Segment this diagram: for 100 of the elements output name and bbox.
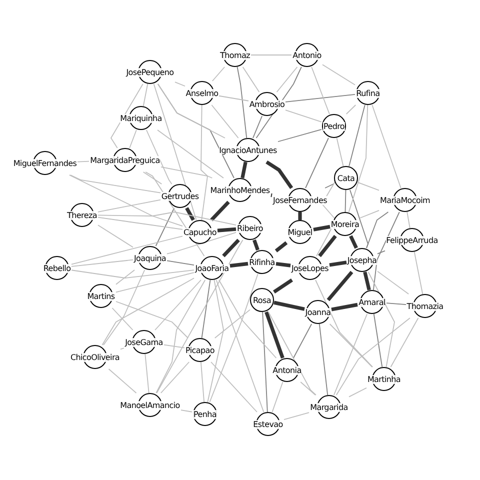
network-edge [373,314,383,368]
node-label: ManoelAmancio [120,400,180,410]
network-edge [349,235,358,249]
network-edge [164,344,185,348]
node-label: Moreira [330,220,360,228]
network-edge [108,368,137,394]
network-edge [333,314,368,396]
network-edge [210,200,230,222]
network-edge [166,260,194,266]
network-edge [270,193,272,198]
network-edge [276,66,298,92]
node-label: MarinhoMendes [210,186,270,194]
network-edge [157,84,226,138]
network-edge [200,104,208,220]
node-label: MargaridaPreguica [90,156,160,164]
network-edge [236,66,248,138]
node-label: Picapao [186,346,214,354]
node-label: FelippeArruda [386,236,438,244]
network-edge [210,362,258,412]
network-edge [284,412,310,420]
network-edge [71,259,134,267]
node-label: Estevao [253,420,283,428]
network-edge [386,302,406,306]
network-edge [180,410,192,412]
network-edge [377,270,410,294]
network-edge [242,66,260,92]
network-edge [377,250,386,254]
node-label: Mariquinha [120,114,162,122]
node-label: Gertrudes [161,192,199,200]
node-label: Capucho [184,228,216,236]
node-label: Rifinha [249,258,275,266]
network-edge [274,300,305,311]
network-edge [285,94,356,102]
node-label: Miguel [288,228,312,236]
network-edge [322,64,356,86]
node-label: IgnacioAntunes [219,146,277,154]
network-edge [300,382,316,396]
network-edge [348,104,368,212]
node-label: Anselmo [186,88,218,98]
network-edge [211,104,239,138]
network-edge [336,318,410,396]
network-edge [358,182,380,191]
node-label: Ribeiro [237,224,263,232]
network-edge [366,212,389,248]
network-edge [390,318,419,368]
network-edge [71,236,183,265]
network-edge [348,387,367,398]
node-label: Thereza [67,210,97,220]
network-edge [406,212,410,228]
network-edge [98,212,236,226]
network-edge [98,216,183,230]
network-edge [372,104,402,188]
network-edge [200,362,205,402]
node-label: Amaral [358,298,386,306]
network-edge [209,274,258,402]
network-edge [174,82,186,87]
network-edge [142,172,162,184]
network-edge [222,238,240,258]
network-edge [363,272,371,290]
node-label: Ambrosio [249,100,285,108]
network-edge [252,239,260,251]
node-label: Joanna [305,308,331,316]
node-label: Thomaz [220,50,250,60]
network-edge [278,129,322,142]
network-edge [155,208,175,246]
network-edge [414,252,424,294]
node-label: Rebello [43,264,71,272]
network-edge [217,227,236,232]
node-label: Margarida [310,402,348,412]
network-edge [273,278,293,294]
network-edge [103,270,146,346]
node-label: Martinha [367,374,401,384]
network-edge [70,174,161,194]
network-edge [264,311,284,359]
node-label: Rufina [356,88,380,98]
network-edge [315,280,374,368]
network-edge [285,110,322,122]
network-edge [272,382,284,412]
node-label: Martins [87,292,115,300]
network-edge [313,224,330,232]
network-edge [156,280,206,394]
node-label: JoseLopes [291,264,329,272]
network-edge [146,130,172,184]
network-edge [368,272,395,368]
network-edge [344,190,346,212]
network-edge [201,280,211,338]
network-edge [144,354,150,394]
network-edge [292,324,312,358]
network-edge [324,183,334,188]
network-edge [348,104,366,166]
node-label: JoseFernandes [273,196,327,204]
network-edge [77,160,90,162]
network-edge [218,280,277,358]
network-edge [262,312,268,412]
node-label: Antonia [272,366,302,374]
network-edge [298,212,302,220]
network-edge [276,262,291,268]
node-label: ChicoOliveira [70,352,120,362]
network-edge [157,130,224,178]
network-edge [112,308,134,330]
